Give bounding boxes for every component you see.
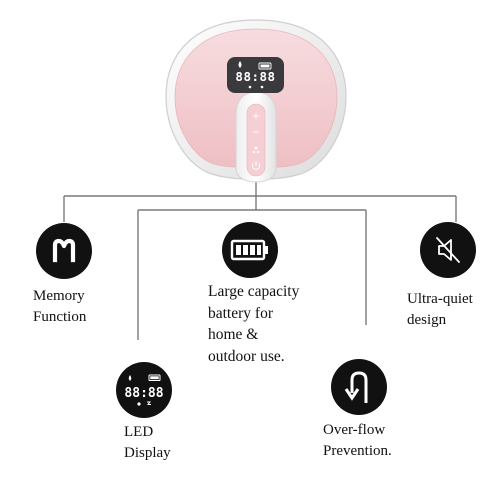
- u-turn-arrow-glyph: [344, 371, 368, 403]
- led-label-line1: LED: [124, 424, 154, 440]
- u-turn-arrow-icon: [331, 359, 387, 415]
- memory-label-line1: Memory: [33, 288, 85, 304]
- device-button-panel: [246, 103, 266, 177]
- quiet-label-line1: Ultra-quiet: [407, 291, 473, 307]
- plus-button: +: [252, 111, 260, 122]
- led-display-icon: 88:88: [116, 362, 172, 418]
- minus-button: −: [252, 127, 260, 138]
- display-mode-dot: [248, 85, 252, 89]
- mode-button: [252, 146, 260, 154]
- memory-label-line2: Function: [33, 309, 87, 325]
- battery-label-line2: battery for: [208, 304, 273, 322]
- display-drop-icon: [238, 61, 242, 68]
- speaker-muted-icon: [420, 222, 476, 278]
- led-display-glyph: 88:88: [124, 374, 164, 406]
- device-display-digits: 88:88: [235, 69, 275, 84]
- overflow-label-line2: Prevention.: [323, 443, 392, 459]
- speaker-muted-glyph: [436, 237, 460, 263]
- battery-glyph: [230, 239, 268, 261]
- led-icon-digits: 88:88: [124, 386, 163, 401]
- overflow-label-line1: Over-flow: [323, 422, 386, 438]
- battery-label-line4: outdoor use.: [208, 347, 285, 365]
- quiet-label-line2: design: [407, 312, 447, 328]
- battery-icon: [222, 222, 278, 278]
- battery-label-line1: Large capacity: [208, 283, 300, 300]
- breast-pump-device: 88:88 + −: [165, 19, 347, 183]
- letter-m-icon: [52, 238, 76, 263]
- display-battery-icon: [258, 62, 272, 70]
- battery-label-line3: home &: [208, 326, 259, 343]
- memory-icon: [36, 223, 92, 279]
- power-button: [251, 161, 261, 170]
- led-label-line2: Display: [124, 445, 171, 461]
